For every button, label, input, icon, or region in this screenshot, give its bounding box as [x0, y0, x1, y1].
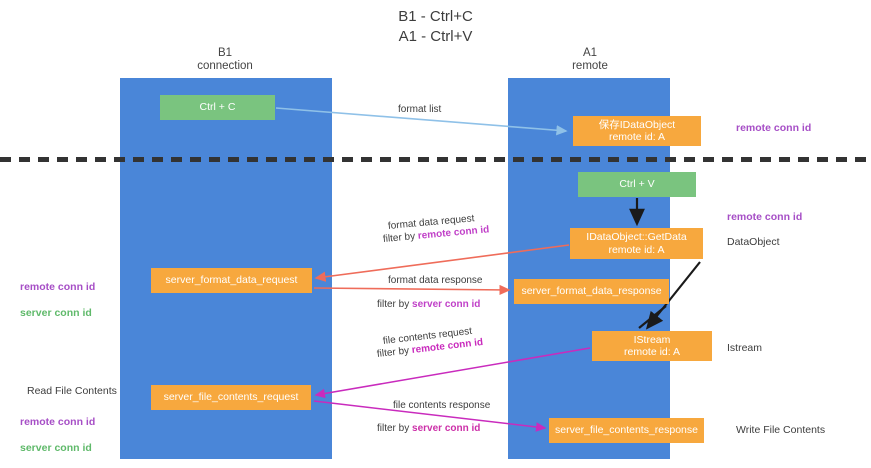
edge-label-format-list: format list: [398, 104, 442, 115]
node-server-format-data-response[interactable]: server_format_data_response: [514, 279, 669, 304]
annotation-remote-conn-id-top: remote conn id: [736, 122, 812, 134]
node-ctrl-v[interactable]: Ctrl + V: [578, 172, 696, 197]
edge-label-file-contents-response-filter: filter by server conn id: [377, 422, 480, 435]
lane-header-a1: A1 remote: [572, 47, 608, 72]
node-server-format-data-request[interactable]: server_format_data_request: [151, 268, 312, 293]
annotation-remote-conn-id: remote conn id: [20, 281, 96, 293]
annotation-read-file-contents: Read File Contents: [27, 385, 117, 397]
node-server-file-contents-response[interactable]: server_file_contents_response: [549, 418, 704, 443]
node-istream[interactable]: IStream remote id: A: [592, 331, 712, 361]
phase-divider: [0, 157, 871, 162]
filter-key-server-conn-id: server conn id: [412, 299, 481, 310]
annotation-dataobject: DataObject: [727, 236, 780, 248]
annotation-write-file-contents: Write File Contents: [736, 424, 826, 436]
annotation-remote-conn-id: remote conn id: [20, 416, 96, 428]
annotation-left-conn-ids-top: remote conn id server conn id: [20, 268, 95, 333]
node-idataobject-getdata[interactable]: IDataObject::GetData remote id: A: [570, 228, 703, 259]
annotation-server-conn-id: server conn id: [20, 442, 92, 454]
filter-prefix: filter by: [382, 230, 419, 245]
filter-prefix: filter by: [376, 345, 413, 360]
annotation-server-conn-id: server conn id: [20, 307, 92, 319]
node-ctrl-c[interactable]: Ctrl + C: [160, 95, 275, 120]
edge-label-file-contents-response: file contents response: [393, 400, 491, 411]
annotation-istream: Istream: [727, 342, 763, 354]
edge-label-format-data-response: format data response: [388, 275, 483, 286]
filter-prefix: filter by: [377, 423, 413, 434]
page-title: B1 - Ctrl+C A1 - Ctrl+V: [398, 8, 473, 45]
filter-prefix: filter by: [377, 299, 413, 310]
node-save-idataobject[interactable]: 保存IDataObject remote id: A: [573, 116, 701, 146]
annotation-remote-conn-id-mid: remote conn id: [727, 211, 803, 223]
annotation-left-conn-ids-bottom: remote conn id server conn id: [20, 403, 95, 468]
edge-format-data-response: [313, 284, 511, 296]
lane-header-b1: B1 connection: [197, 47, 253, 72]
edge-label-format-data-response-filter: filter by server conn id: [377, 298, 480, 311]
filter-key-server-conn-id: server conn id: [412, 423, 481, 434]
node-server-file-contents-request[interactable]: server_file_contents_request: [151, 385, 311, 410]
